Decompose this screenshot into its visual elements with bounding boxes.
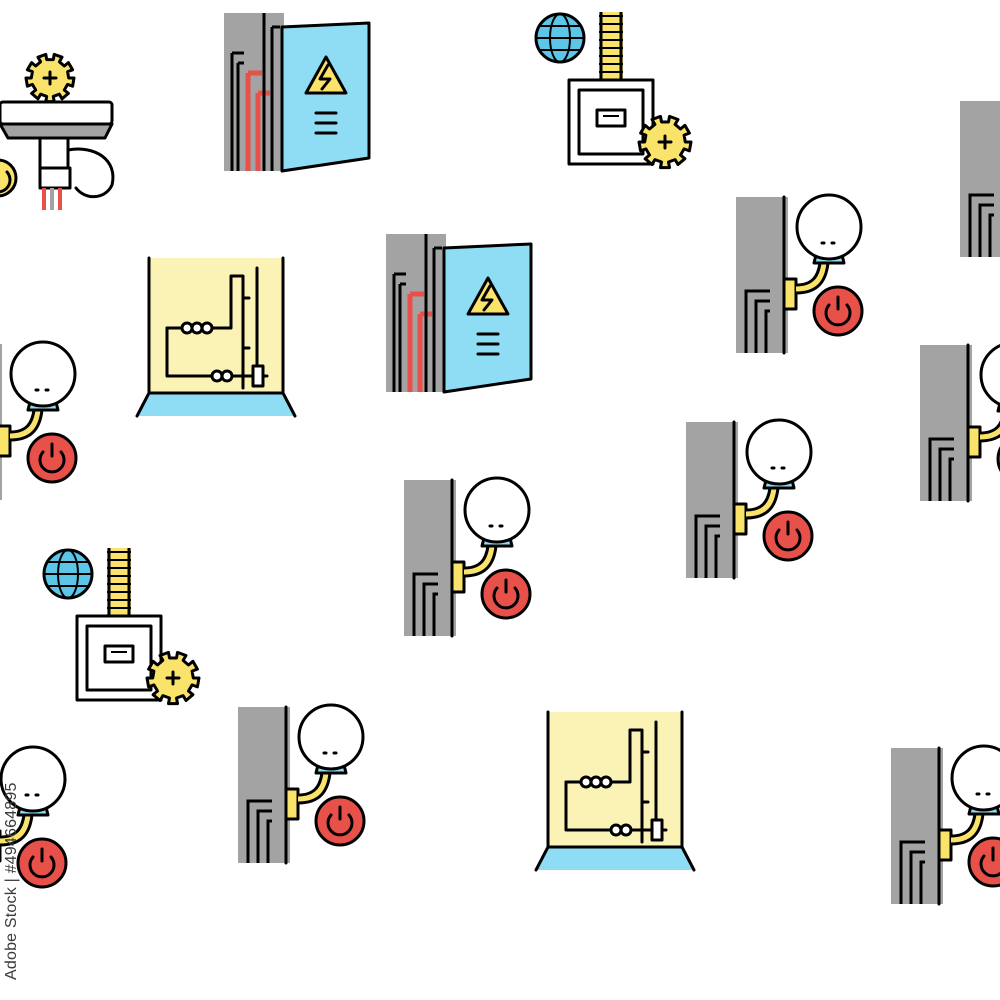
wall-lamp-icon [736, 193, 876, 355]
wall-lamp-icon [686, 418, 826, 580]
wall-wiring-icon [135, 256, 297, 418]
electrical-panel-icon [224, 13, 374, 173]
wall-lamp-icon [0, 745, 80, 905]
network-box-icon [42, 548, 208, 713]
electrical-panel-icon [386, 234, 536, 394]
wall-wiring-icon [534, 710, 696, 872]
camera-gear-icon [0, 50, 130, 215]
wall-lamp-icon [891, 744, 1000, 906]
stock-watermark: Adobe Stock | #494664895 [3, 782, 20, 980]
wall-lamp-icon [404, 476, 544, 638]
wall-lamp-icon [238, 703, 378, 865]
network-box-icon [534, 12, 700, 177]
wall-lamp-icon [920, 341, 1000, 503]
wall-lamp-icon [0, 340, 90, 500]
wall-lamp-icon [960, 97, 1000, 257]
